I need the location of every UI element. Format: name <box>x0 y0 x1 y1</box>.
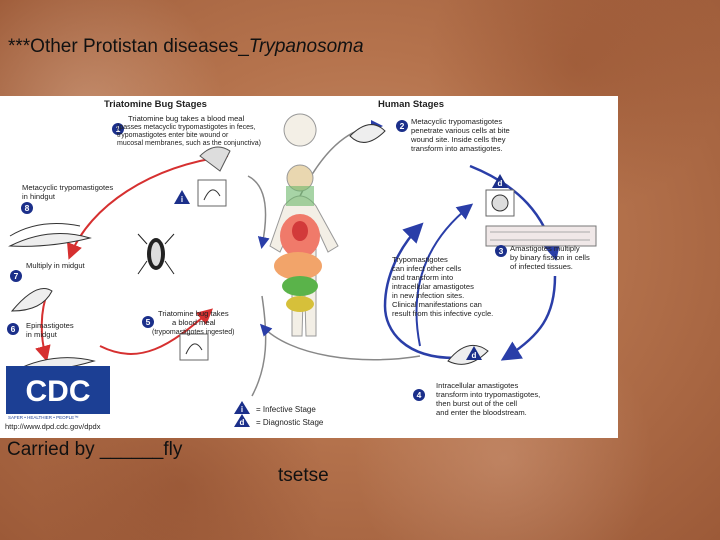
infective-marker-1-label: i <box>181 195 183 204</box>
center-text-1: Trypomastigotes <box>392 255 448 264</box>
stage5-text-2: a blood meal <box>172 318 216 327</box>
stage4-text-4: and enter the bloodstream. <box>436 408 527 417</box>
legend-diagnostic-icon <box>234 414 250 427</box>
stage-num-1: 1 <box>116 124 121 134</box>
stage2-text-4: transform into amastigotes. <box>411 144 503 153</box>
stage-num-7: 7 <box>14 271 19 281</box>
center-text-5: in new infection sites. <box>392 291 464 300</box>
stage-badge-7 <box>10 270 22 282</box>
legend-infective-label: = Infective Stage <box>256 405 316 414</box>
legend: i = Infective Stage d = Diagnostic Stage <box>234 401 324 427</box>
stage-badge-2 <box>396 120 408 132</box>
stage-num-2: 2 <box>400 121 405 131</box>
stage-badge-6 <box>7 323 19 335</box>
stage3-text-1: Amastigotes multiply <box>510 244 580 253</box>
stage-num-6: 6 <box>11 324 16 334</box>
infective-marker-1 <box>174 190 190 204</box>
connector-ingest <box>251 295 267 397</box>
infected-tissue-illustration <box>485 225 597 247</box>
life-cycle-diagram: Triatomine Bug Stages Human Stages <box>0 96 618 438</box>
header-bug-stages: Triatomine Bug Stages <box>104 99 207 110</box>
stage2-text-3: wound site. Inside cells they <box>410 135 506 144</box>
stage2-text-2: penetrate various cells at bite <box>411 126 510 135</box>
stage-badge-8 <box>21 202 33 214</box>
stage8-text-2: in hindgut <box>22 192 56 201</box>
diagnostic-marker-2 <box>466 346 482 360</box>
answer-text: tsetse <box>278 465 329 486</box>
stage-num-8: 8 <box>25 203 30 213</box>
stage6-text-1: Epimastigotes <box>26 321 74 330</box>
human-cycle-arrow-3 <box>383 222 456 360</box>
bug-cycle-arrow-3 <box>99 308 214 355</box>
stage4-text-1: Intracellular amastigotes <box>436 381 519 390</box>
stage3-text-2: by binary fission in cells <box>510 253 590 262</box>
diagnostic-marker-2-label: d <box>472 351 477 360</box>
triatomine-bug-illustration <box>137 233 175 275</box>
cdc-logo-background <box>6 366 110 414</box>
question-caption: Carried by ______fly <box>7 439 183 460</box>
center-text-7: result from this infective cycle. <box>392 309 493 318</box>
tissue-fibers <box>490 231 590 241</box>
parasite-human-stage2 <box>349 124 386 143</box>
stage-badge-1 <box>112 123 124 135</box>
stage5-text-1: Triatomine bug takes <box>158 309 229 318</box>
human-cycle-arrow-2 <box>500 275 557 361</box>
stage-num-5: 5 <box>146 317 151 327</box>
trypomastigote-box-2-shape <box>185 343 203 355</box>
stage-num-4: 4 <box>417 390 422 400</box>
trypomastigote-box-1-shape <box>203 189 221 201</box>
skin-bite-illustration <box>199 146 231 172</box>
stage5-text-3: (trypomastigotes ingested) <box>152 329 234 336</box>
legend-infective-mark: i <box>241 405 243 414</box>
cdc-logo-text: CDC <box>26 375 91 408</box>
cdc-url: http://www.dpd.cdc.gov/dpdx <box>5 422 101 431</box>
title-italic: Trypanosoma <box>248 36 364 57</box>
legend-diagnostic-label: = Diagnostic Stage <box>256 418 324 427</box>
stage1-text-2: (passes metacyclic trypomastigotes in fe… <box>117 124 256 131</box>
parasite-metacyclic-hindgut <box>8 233 92 247</box>
stage4-text-2: transform into trypomastigotes, <box>436 390 540 399</box>
stage2-text-1: Metacyclic trypomastigotes <box>411 117 502 126</box>
diagnostic-marker-1-label: d <box>498 179 503 188</box>
connector-blood <box>259 323 421 361</box>
trypomastigote-box-1 <box>197 179 227 207</box>
header-human-stages: Human Stages <box>378 99 444 110</box>
parasite-human-stage4 <box>447 344 489 365</box>
stage6-text-2: in midgut <box>26 330 58 339</box>
stage4-text-3: then burst out of the cell <box>436 399 517 408</box>
diagnostic-marker-1 <box>492 174 508 188</box>
parasite-tail <box>9 223 81 237</box>
legend-infective-icon <box>234 401 250 414</box>
connector-bite <box>247 175 270 249</box>
stage-badge-4 <box>413 389 425 401</box>
center-text-4: intracellular amastigotes <box>392 282 474 291</box>
stage8-text-1: Metacyclic trypomastigotes <box>22 183 113 192</box>
stage1-text-1: Triatomine bug takes a blood meal <box>128 114 245 123</box>
slide-title: ***Other Protistan diseases_Trypanosoma <box>8 36 364 57</box>
cdc-tagline: SAFER • HEALTHIER • PEOPLE™ <box>8 415 79 420</box>
stage-badge-3 <box>495 245 507 257</box>
parasite-multiply-midgut <box>10 288 53 312</box>
center-text-2: can infect other cells <box>392 264 461 273</box>
amastigote-cell <box>491 194 509 212</box>
stage7-text-1: Multiply in midgut <box>26 261 86 270</box>
stage-num-3: 3 <box>499 246 504 256</box>
center-text-6: Clinical manifestations can <box>392 300 482 309</box>
center-text-3: and transform into <box>392 273 453 282</box>
stage1-text-3: trypomastigotes enter bite wound or <box>117 132 229 139</box>
trypomastigote-box-2 <box>179 333 209 361</box>
human-body-illustration <box>269 113 339 337</box>
stage1-text-4: mucosal membranes, such as the conjuncti… <box>117 140 261 147</box>
human-cycle-arrow-inner <box>415 203 474 347</box>
cdc-logo: CDC SAFER • HEALTHIER • PEOPLE™ http://w… <box>5 366 110 431</box>
stage3-text-3: of infected tissues. <box>510 262 573 271</box>
stage-badge-5 <box>142 316 154 328</box>
legend-diagnostic-mark: d <box>240 418 245 427</box>
